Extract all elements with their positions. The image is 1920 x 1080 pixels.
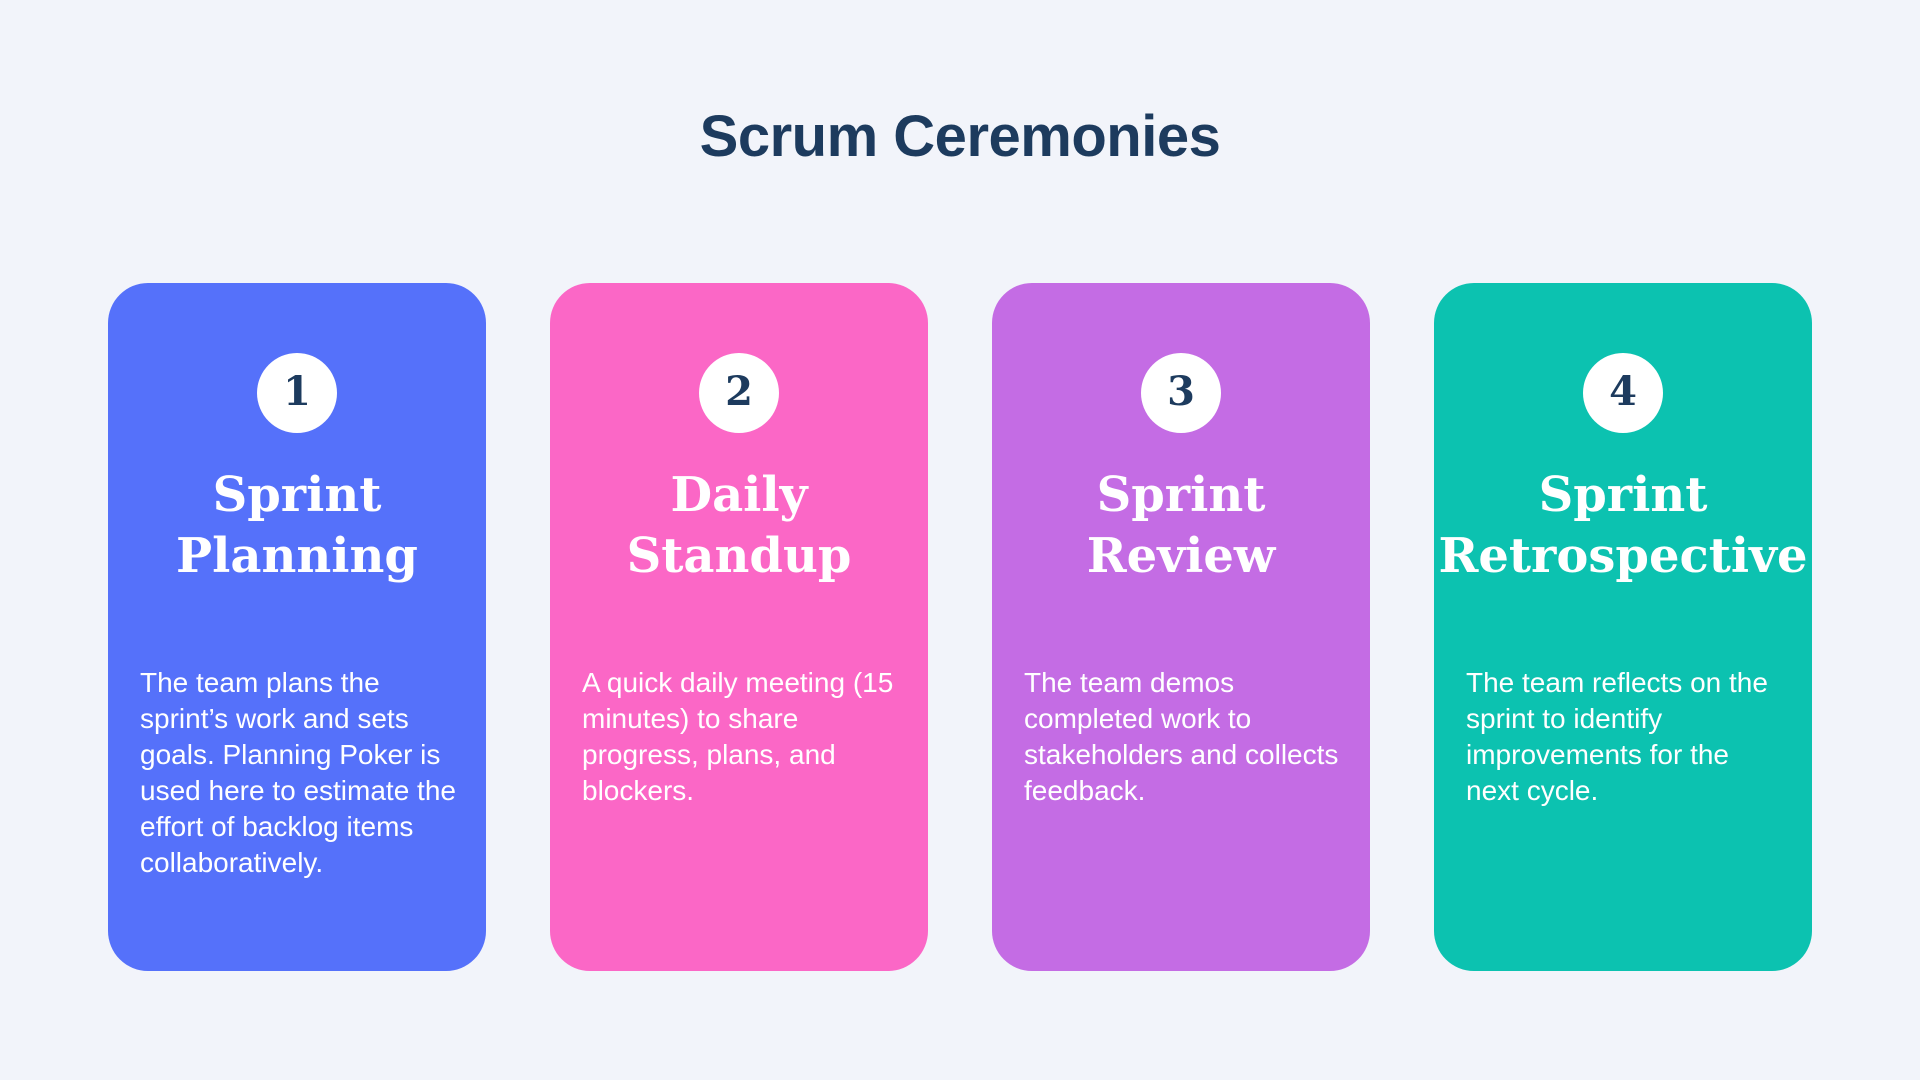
card-sprint-retrospective: 4 Sprint Retrospective The team reflects…: [1434, 283, 1812, 971]
card-sprint-planning: 1 Sprint Planning The team plans the spr…: [108, 283, 486, 971]
card-sprint-review: 3 Sprint Review The team demos completed…: [992, 283, 1370, 971]
step-number: 1: [283, 367, 311, 415]
card-description: The team plans the sprint’s work and set…: [140, 667, 456, 878]
card-title: Daily Standup: [626, 467, 852, 584]
card-title: Sprint Planning: [176, 467, 418, 584]
step-number: 4: [1609, 367, 1637, 415]
step-number-badge: 1: [257, 353, 337, 433]
step-number-badge: 4: [1583, 353, 1663, 433]
card-description: The team demos completed work to stakeho…: [1024, 667, 1339, 806]
step-number-badge: 2: [699, 353, 779, 433]
card-description: The team reflects on the sprint to ident…: [1466, 667, 1768, 806]
ceremony-cards-row: 1 Sprint Planning The team plans the spr…: [0, 283, 1920, 971]
step-number: 3: [1167, 367, 1195, 415]
card-daily-standup: 2 Daily Standup A quick daily meeting (1…: [550, 283, 928, 971]
card-title: Sprint Retrospective: [1438, 467, 1808, 584]
page-title: Scrum Ceremonies: [699, 104, 1221, 169]
step-number: 2: [725, 367, 753, 415]
card-title: Sprint Review: [1086, 467, 1276, 584]
card-description: A quick daily meeting (15 minutes) to sh…: [582, 667, 894, 806]
step-number-badge: 3: [1141, 353, 1221, 433]
